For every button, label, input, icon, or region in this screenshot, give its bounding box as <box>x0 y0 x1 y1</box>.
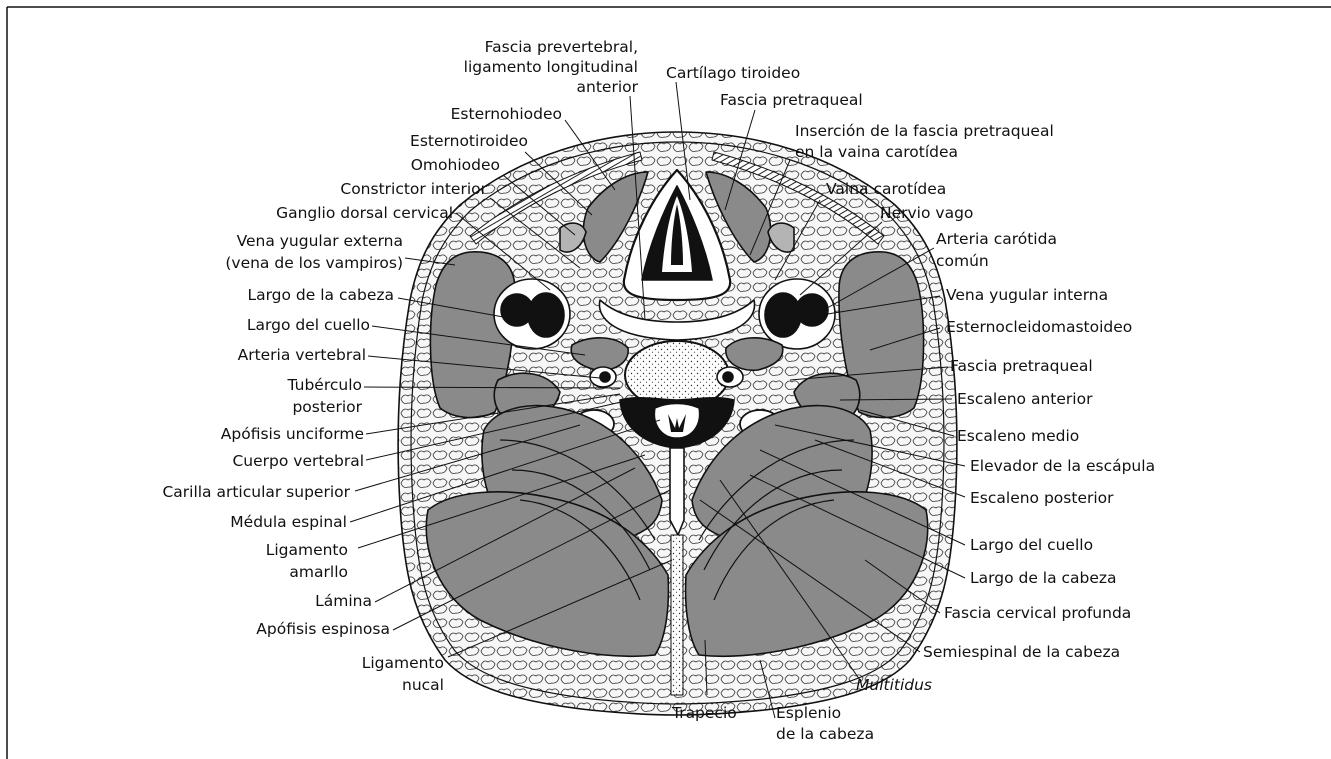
label-apofisis-unciforme: Apófisis unciforme <box>221 425 364 443</box>
label-lig-nucal-1: Ligamento <box>362 654 444 672</box>
spinous-process <box>670 448 684 535</box>
label-semiespinal: Semiespinal de la cabeza <box>923 643 1120 661</box>
label-tuberculo-2: posterior <box>292 398 362 416</box>
label-fascia-prevertebral-3: anterior <box>577 78 639 96</box>
label-fascia-pretraqueal-top: Fascia pretraqueal <box>720 91 863 109</box>
label-omohiodeo: Omohiodeo <box>411 156 500 174</box>
label-insercion-1: Inserción de la fascia pretraqueal <box>795 122 1054 140</box>
label-lig-amarillo-2: amarllo <box>289 563 348 581</box>
label-vena-externa-1: Vena yugular externa <box>237 232 403 250</box>
label-apofisis-espinosa: Apófisis espinosa <box>256 620 390 638</box>
internal-jugular-right <box>765 293 801 337</box>
label-esplenio-1: Esplenio <box>776 704 841 722</box>
label-escaleno-medio: Escaleno medio <box>957 427 1079 445</box>
label-escaleno-anterior: Escaleno anterior <box>957 390 1093 408</box>
label-largo-cuello-right: Largo del cuello <box>970 536 1093 554</box>
label-ganglio: Ganglio dorsal cervical <box>276 204 453 222</box>
label-fascia-prevertebral-1: Fascia prevertebral, <box>485 38 638 56</box>
label-ecm: Esternocleidomastoideo <box>946 318 1132 336</box>
label-cuerpo-vertebral: Cuerpo vertebral <box>232 452 364 470</box>
label-constrictor: Constrictor interior <box>340 180 487 198</box>
label-esplenio-2: de la cabeza <box>776 725 874 743</box>
label-esternotiroideo: Esternotiroideo <box>410 132 528 150</box>
internal-jugular-left <box>528 293 564 337</box>
label-largo-cabeza-right: Largo de la cabeza <box>970 569 1117 587</box>
label-elevador: Elevador de la escápula <box>970 457 1155 475</box>
label-largo-cabeza-left: Largo de la cabeza <box>247 286 394 304</box>
label-insercion-2: en la vaina carotídea <box>795 143 958 161</box>
label-fascia-profunda: Fascia cervical profunda <box>944 604 1131 622</box>
label-nervio-vago: Nervio vago <box>880 204 973 222</box>
label-largo-cuello-left: Largo del cuello <box>247 316 370 334</box>
label-lig-amarillo-1: Ligamento <box>266 541 348 559</box>
label-esternohiodeo: Esternohiodeo <box>451 105 562 123</box>
label-arteria-vertebral: Arteria vertebral <box>238 346 366 364</box>
nuchal-ligament <box>671 535 683 695</box>
label-carotida-1: Arteria carótida <box>936 230 1057 248</box>
label-cartilago-tiroideo: Cartílago tiroideo <box>666 64 800 82</box>
label-multitidus: Multitidus <box>856 676 932 694</box>
label-lamina: Lámina <box>315 592 372 610</box>
label-vaina-carotidea: Vaina carotídea <box>826 180 946 198</box>
label-fascia-pretraqueal-right: Fascia pretraqueal <box>950 357 1093 375</box>
label-lig-nucal-2: nucal <box>402 676 444 694</box>
anatomy-drawing <box>398 132 957 715</box>
label-vena-externa-2: (vena de los vampiros) <box>225 254 403 272</box>
label-vena-interna: Vena yugular interna <box>946 286 1108 304</box>
label-escaleno-posterior: Escaleno posterior <box>970 489 1114 507</box>
label-medula: Médula espinal <box>230 513 347 531</box>
vertebral-artery-left-lumen <box>600 372 610 382</box>
label-carotida-2: común <box>936 252 989 270</box>
vertebral-artery-right-lumen <box>723 372 733 382</box>
label-trapecio: Trapecio <box>671 704 737 722</box>
label-carilla: Carilla articular superior <box>162 483 350 501</box>
label-tuberculo-1: Tubérculo <box>287 376 362 394</box>
label-fascia-prevertebral-2: ligamento longitudinal <box>464 58 638 76</box>
